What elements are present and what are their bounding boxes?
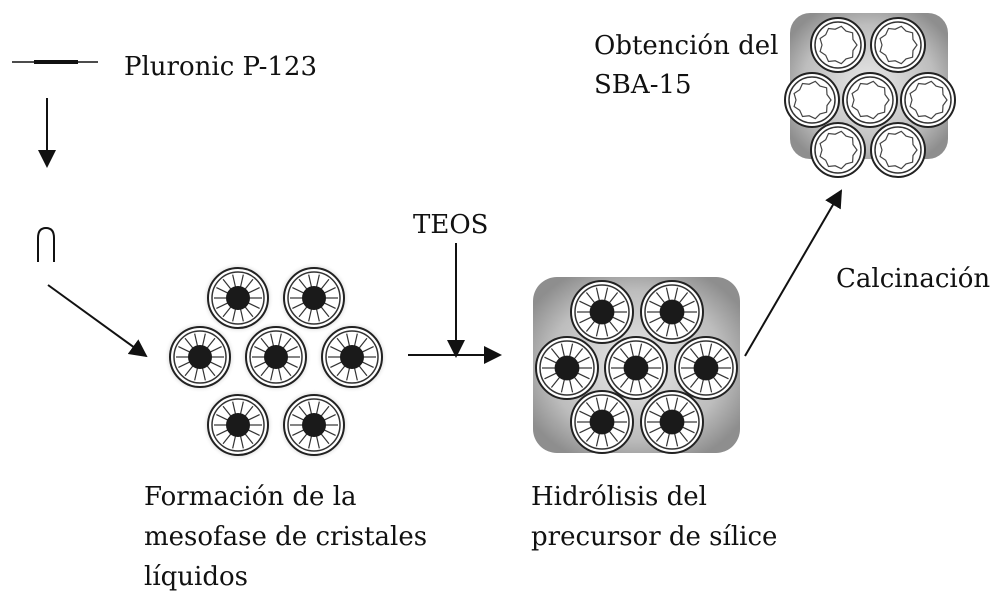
empty-pore-icon [810,17,866,73]
micelle-icon [316,321,388,393]
micelle-icon [202,262,274,334]
empty-pore-icon [784,72,840,128]
filled-pore-icon [640,280,704,344]
label-mesophase-line1: Formación de la [144,482,357,512]
empty-pore-icon [810,122,866,178]
filled-pore-icon [570,280,634,344]
micelle-icon [278,389,350,461]
label-hydrolysis-line2: precursor de sílice [531,522,778,552]
filled-pore-icon [674,336,738,400]
label-mesophase-line2: mesofase de cristales [144,522,428,552]
hydrolysis-cluster [535,280,738,454]
micelle-icon [240,321,312,393]
sba15-cluster [784,17,956,178]
filled-pore-icon [604,336,668,400]
empty-pore-icon [900,72,956,128]
filled-pore-icon [570,390,634,454]
mesophase-cluster [164,262,388,461]
empty-pore-icon [842,72,898,128]
arrow-calcination [744,189,843,357]
label-sba15-line2: SBA-15 [594,70,692,100]
label-calcination: Calcinación [836,264,991,294]
label-sba15-line1: Obtención del [594,31,779,61]
filled-pore-icon [535,336,599,400]
label-hydrolysis-line1: Hidrólisis del [531,482,707,512]
label-pluronic: Pluronic P-123 [124,52,318,82]
empty-pore-icon [870,122,926,178]
label-teos: TEOS [413,210,489,240]
micelle-icon [278,262,350,334]
micelle-icon [37,226,55,262]
empty-pore-icon [870,17,926,73]
micelle-icon [164,321,236,393]
label-mesophase-line3: líquidos [144,562,248,592]
arrow-to-mesophase [47,284,148,358]
micelle-icon [202,389,274,461]
filled-pore-icon [640,390,704,454]
